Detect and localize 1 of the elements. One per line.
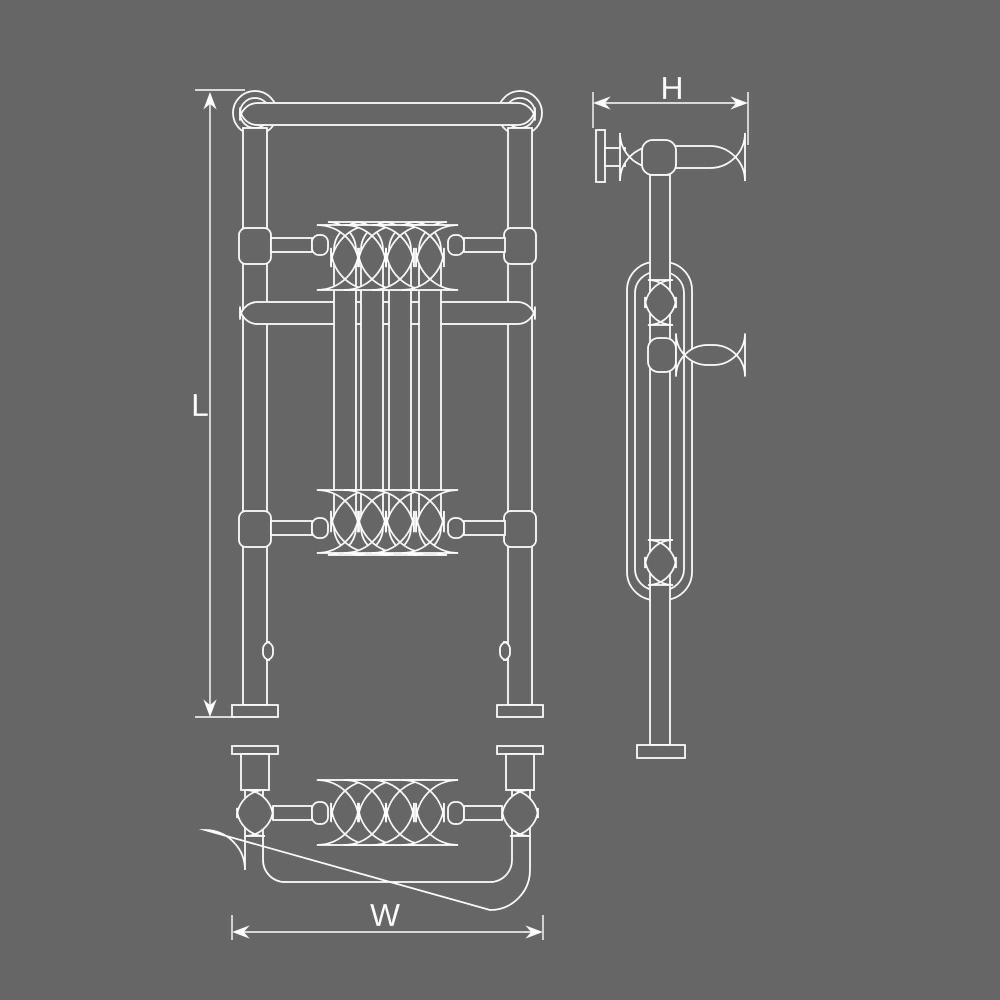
dimension-label: L: [194, 394, 208, 416]
